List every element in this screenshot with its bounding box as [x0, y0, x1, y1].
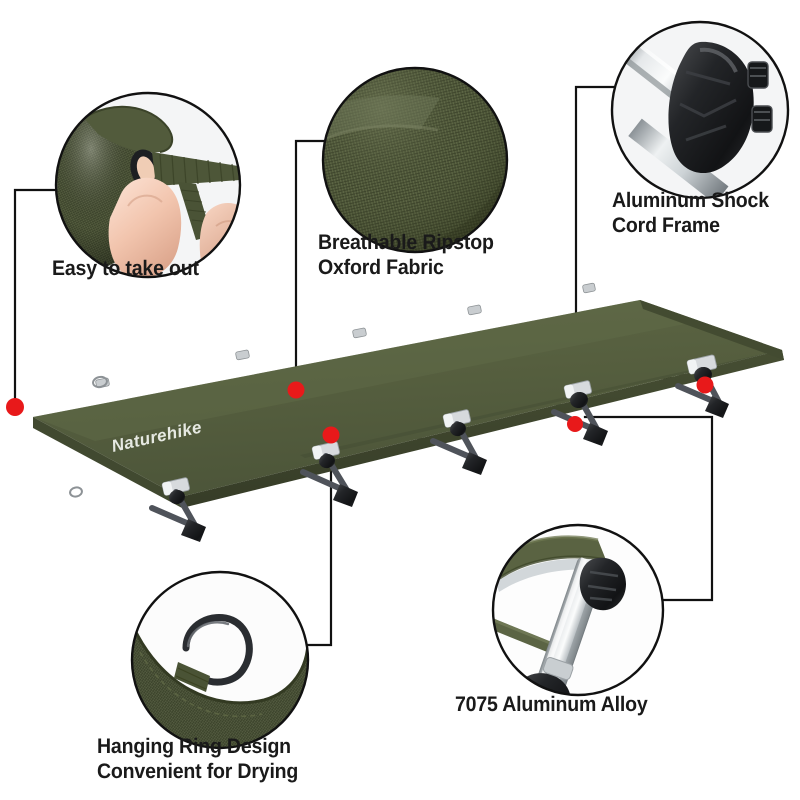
camping-cot-product: Naturehike	[33, 282, 784, 542]
cot-corner-tabs	[95, 282, 596, 389]
callout-label-aluminum-alloy: 7075 Aluminum Alloy	[455, 693, 648, 716]
anchor-dot-hanging-ring	[322, 426, 340, 444]
cot-fabric-deck	[33, 300, 782, 497]
anchor-dot-easy-to-take-out	[6, 398, 24, 416]
callout-circle-hanging-ring	[130, 570, 310, 750]
callout-label-hanging-ring: Hanging Ring Design Convenient for Dryin…	[97, 735, 299, 783]
cot-end-loop	[92, 375, 108, 389]
cot-leg-brackets	[161, 354, 718, 496]
cot-fabric-left-edge	[33, 417, 182, 508]
leader-line-easy-to-take-out	[13, 188, 58, 402]
anchor-dot-ripstop-fabric	[287, 381, 305, 399]
leader-line-aluminum-alloy	[583, 415, 714, 602]
callout-label-shock-cord-frame: Aluminum Shock Cord Frame	[612, 189, 769, 237]
callout-circle-ripstop-fabric	[321, 66, 509, 254]
callout-circle-aluminum-alloy	[491, 523, 665, 697]
cot-end-loop-right	[69, 486, 83, 498]
cot-leg-feet	[181, 396, 729, 542]
callout-label-easy-to-take-out: Easy to take out	[52, 257, 199, 280]
anchor-dot-shock-cord-frame	[696, 376, 714, 394]
anchor-dot-aluminum-alloy	[567, 416, 583, 432]
callout-label-ripstop-fabric: Breathable Ripstop Oxford Fabric	[318, 231, 494, 279]
callout-circle-shock-cord-frame	[610, 20, 790, 200]
anchor-dots	[6, 376, 714, 444]
leader-line-ripstop-fabric	[294, 139, 327, 385]
